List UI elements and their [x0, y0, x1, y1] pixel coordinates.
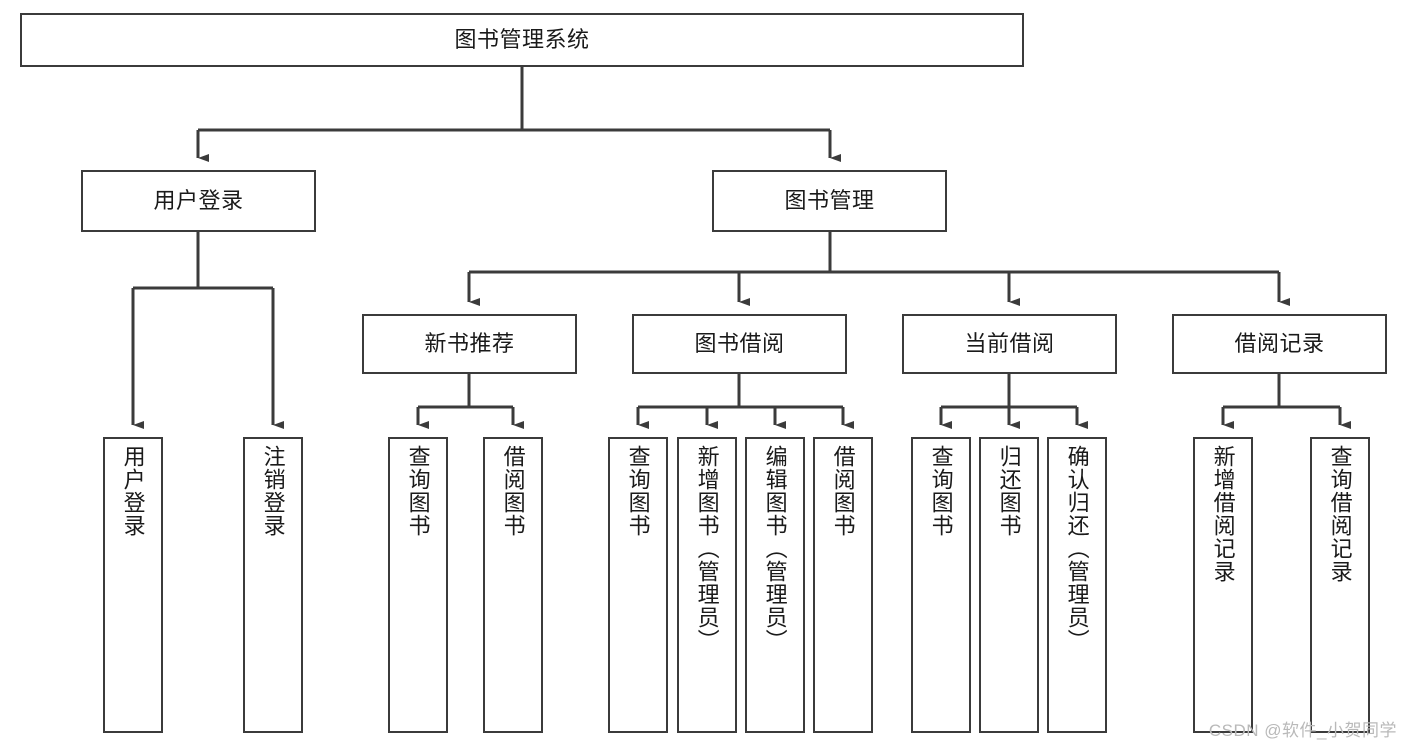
node-leaf-query-book-3[interactable]: 查询图书 — [911, 437, 971, 733]
node-leaf-edit-book-label: 编辑图书（管理员） — [762, 445, 788, 652]
node-leaf-query-book-2-label: 查询图书 — [625, 445, 651, 537]
node-leaf-edit-book[interactable]: 编辑图书（管理员） — [745, 437, 805, 733]
node-leaf-logout-label: 注销登录 — [260, 445, 286, 537]
node-leaf-confirm-return-label: 确认归还（管理员） — [1064, 445, 1090, 652]
node-leaf-query-record[interactable]: 查询借阅记录 — [1310, 437, 1370, 733]
node-leaf-query-book-1-label: 查询图书 — [405, 445, 431, 537]
node-leaf-query-book-2[interactable]: 查询图书 — [608, 437, 668, 733]
node-leaf-borrow-book-2[interactable]: 借阅图书 — [813, 437, 873, 733]
node-leaf-add-book-label: 新增图书（管理员） — [694, 445, 720, 652]
node-leaf-borrow-book-1-label: 借阅图书 — [500, 445, 526, 537]
node-book-borrow[interactable]: 图书借阅 — [632, 314, 847, 374]
node-new-book-rec-label: 新书推荐 — [424, 330, 515, 356]
node-leaf-query-book-3-label: 查询图书 — [928, 445, 954, 537]
node-leaf-user-login-label: 用户登录 — [120, 445, 146, 537]
node-leaf-return-book[interactable]: 归还图书 — [979, 437, 1039, 733]
node-root[interactable]: 图书管理系统 — [20, 13, 1024, 67]
node-book-manage-label: 图书管理 — [784, 187, 875, 213]
node-leaf-add-record[interactable]: 新增借阅记录 — [1193, 437, 1253, 733]
node-book-manage[interactable]: 图书管理 — [712, 170, 947, 232]
node-leaf-logout[interactable]: 注销登录 — [243, 437, 303, 733]
node-leaf-borrow-book-2-label: 借阅图书 — [830, 445, 856, 537]
node-root-label: 图书管理系统 — [454, 26, 590, 52]
node-new-book-rec[interactable]: 新书推荐 — [362, 314, 577, 374]
csdn-watermark: CSDN @软件_小贺同学 — [1208, 721, 1397, 740]
node-user-login[interactable]: 用户登录 — [81, 170, 316, 232]
node-leaf-query-record-label: 查询借阅记录 — [1327, 445, 1353, 583]
node-leaf-add-book[interactable]: 新增图书（管理员） — [677, 437, 737, 733]
node-leaf-add-record-label: 新增借阅记录 — [1210, 445, 1236, 583]
node-leaf-confirm-return[interactable]: 确认归还（管理员） — [1047, 437, 1107, 733]
node-borrow-record-label: 借阅记录 — [1234, 330, 1325, 356]
node-leaf-user-login[interactable]: 用户登录 — [103, 437, 163, 733]
node-book-borrow-label: 图书借阅 — [694, 330, 785, 356]
node-leaf-borrow-book-1[interactable]: 借阅图书 — [483, 437, 543, 733]
node-current-borrow[interactable]: 当前借阅 — [902, 314, 1117, 374]
node-leaf-return-book-label: 归还图书 — [996, 445, 1022, 537]
node-leaf-query-book-1[interactable]: 查询图书 — [388, 437, 448, 733]
node-user-login-label: 用户登录 — [153, 187, 244, 213]
node-borrow-record[interactable]: 借阅记录 — [1172, 314, 1387, 374]
node-current-borrow-label: 当前借阅 — [964, 330, 1055, 356]
